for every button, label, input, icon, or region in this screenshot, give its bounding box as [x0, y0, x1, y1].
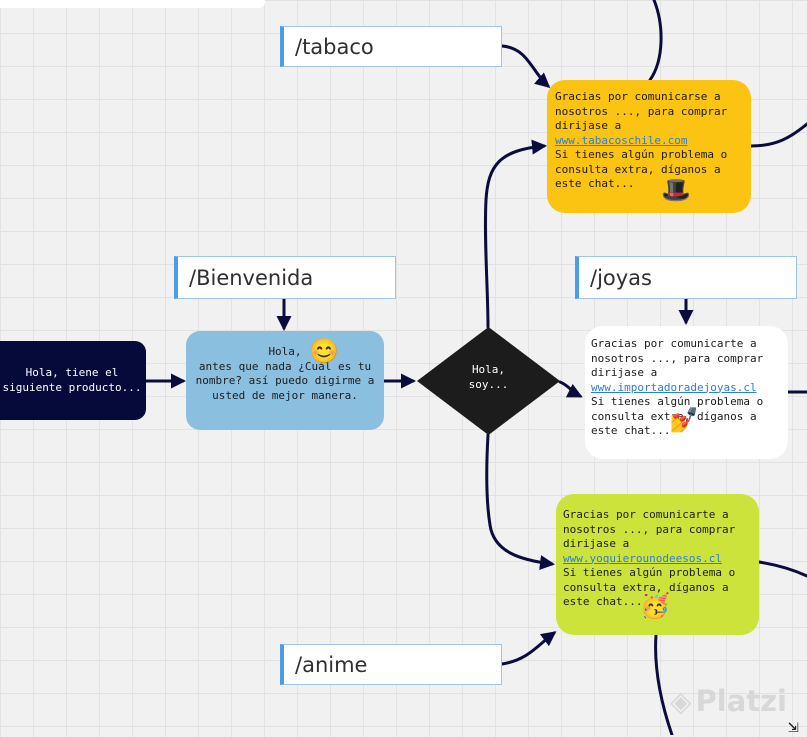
platzi-watermark: ◈Platzi [670, 684, 787, 718]
node-welcome-line: antes que nada ¿Cuál es tu [198, 359, 372, 373]
link-tabacoschile[interactable]: www.tabacoschile.com [555, 133, 688, 147]
node-anime[interactable]: Gracias por comunicarte a nosotros ..., … [556, 494, 759, 635]
link-yoquierounodeesos[interactable]: www.yoquierounodeesos.cl [563, 551, 722, 565]
nail-polish-icon: 💅 [669, 406, 699, 434]
decision-line: soy... [468, 378, 509, 391]
connector-anime-exit-right[interactable] [757, 560, 807, 578]
node-welcome[interactable]: Hola, antes que nada ¿Cuál es tu nombre?… [186, 331, 384, 430]
node-tabaco-line: Si tienes algún problema o [555, 148, 728, 161]
node-joyas-line: Si tienes algún problema o [591, 395, 764, 408]
connector-top-exit[interactable] [648, 0, 663, 82]
top-hat-icon: 🎩 [661, 176, 691, 204]
node-joyas-line: este chat... [591, 424, 671, 437]
platzi-logo-icon: ◈ [670, 685, 692, 718]
node-welcome-line: usted de mejor manera. [212, 388, 358, 402]
node-tabaco-line: dirijase a [555, 119, 622, 132]
node-tabaco-line: Gracias por comunicarse a [555, 90, 721, 103]
command-anime-label: /anime [295, 652, 368, 677]
node-anime-line: Si tienes algún problema o [563, 566, 736, 579]
node-tabaco-line: nosotros ..., para comprar [555, 104, 728, 118]
partial-card-top [0, 0, 265, 8]
node-start-line: siguiente producto... [2, 380, 142, 394]
command-bienvenida-label: /Bienvenida [189, 265, 314, 290]
command-tabaco-label: /tabaco [295, 34, 374, 59]
node-joyas-line: Gracias por comunicarte a [591, 337, 757, 350]
node-anime-line: Gracias por comunicarte a [563, 508, 729, 521]
node-anime-line: este chat... [563, 595, 643, 608]
command-joyas[interactable]: /joyas [575, 256, 797, 299]
connector-decision-tabaco[interactable] [483, 139, 547, 329]
platzi-watermark-text: Platzi [695, 684, 787, 718]
node-start-line: Hola, tiene el [25, 366, 119, 379]
connector-tabaco-exit[interactable] [749, 122, 807, 148]
connector-anime-exit-bottom[interactable] [654, 633, 674, 735]
connector-decision-joyas[interactable] [558, 380, 583, 398]
node-anime-line: nosotros ..., para comprar [563, 522, 736, 536]
decision-line: Hola, [471, 363, 506, 376]
resize-cursor-icon: ⇲ [788, 716, 799, 737]
command-anime[interactable]: /anime [280, 644, 502, 685]
node-joyas-line: nosotros ..., para comprar [591, 351, 764, 365]
party-face-icon: 🥳 [640, 592, 670, 620]
node-welcome-line: nombre? así puedo digirme a [195, 374, 375, 387]
decision-text: Hola, soy... [417, 362, 560, 392]
connector-decision-anime[interactable] [485, 433, 555, 570]
node-anime-line: dirijase a [563, 537, 630, 550]
node-anime-line: consulta extra, díganos a [563, 580, 729, 594]
node-joyas-line: dirijase a [591, 366, 658, 379]
command-joyas-label: /joyas [590, 265, 652, 290]
command-tabaco[interactable]: /tabaco [280, 26, 502, 67]
node-tabaco[interactable]: Gracias por comunicarse a nosotros ..., … [547, 80, 751, 213]
node-joyas-line: consulta extra, díganos a [591, 409, 757, 423]
decision-diamond-shape [417, 327, 560, 435]
node-tabaco-line: consulta extra, díganos a [555, 162, 721, 176]
node-joyas[interactable]: Gracias por comunicarte a nosotros ..., … [585, 326, 788, 459]
decision-node[interactable] [417, 327, 560, 435]
node-tabaco-line: este chat... [555, 177, 635, 190]
node-start[interactable]: Hola, tiene el siguiente producto... [0, 341, 146, 420]
smiling-face-icon: 😊 [309, 337, 339, 365]
connector-tabaco-cmd[interactable] [500, 44, 551, 88]
connector-anime-cmd[interactable] [500, 631, 557, 666]
command-bienvenida[interactable]: /Bienvenida [174, 256, 396, 299]
node-welcome-line: Hola, [268, 345, 302, 358]
link-importadoradejoyas[interactable]: www.importadoradejoyas.cl [591, 380, 757, 394]
